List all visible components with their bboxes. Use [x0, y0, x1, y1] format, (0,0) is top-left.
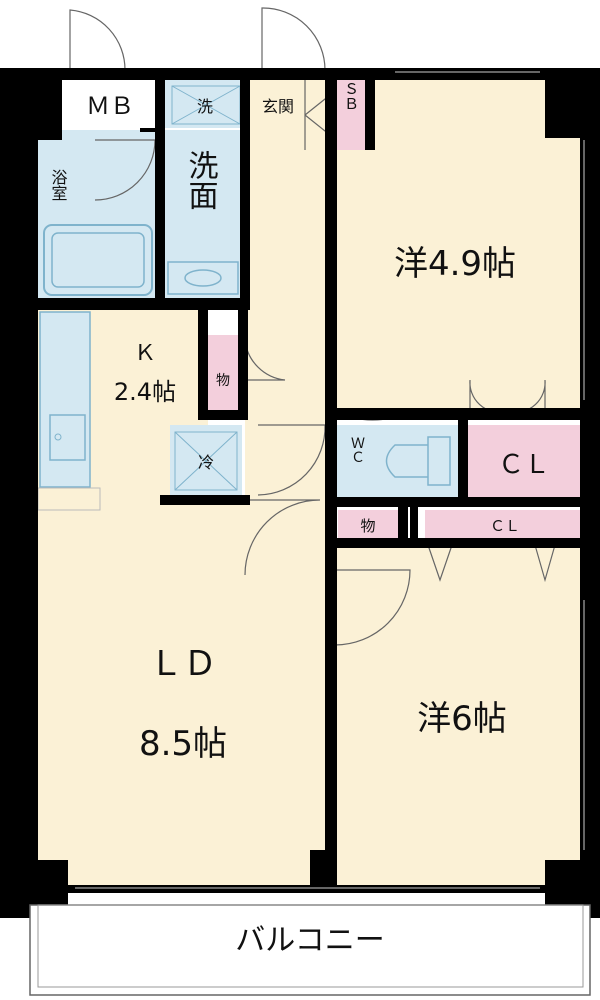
closet-2	[425, 510, 580, 540]
toilet-tank	[427, 436, 451, 486]
western-room-2	[335, 540, 585, 890]
basin-bowl	[184, 269, 222, 287]
western2-label: 洋6帖	[417, 699, 507, 739]
mb-label: ＭＢ	[86, 92, 134, 120]
washroom-label: 洗面	[183, 150, 218, 210]
kitchen-label: Ｋ	[134, 341, 156, 366]
bathtub	[43, 224, 153, 296]
kitchen-counter	[39, 311, 91, 488]
storage1-label: 物	[216, 373, 230, 389]
mb-box	[62, 80, 157, 128]
sb-box	[333, 80, 368, 150]
washer-label: 洗	[197, 97, 213, 116]
washer-pan	[171, 85, 241, 125]
entrance-label: 玄関	[262, 97, 294, 116]
washroom	[160, 130, 245, 300]
balcony	[29, 904, 591, 996]
toilet-bowl	[385, 444, 428, 478]
bathtub-inner	[51, 232, 145, 288]
windows	[75, 71, 585, 889]
kitchen-size-label: 2.4帖	[114, 378, 176, 406]
ld-label: ＬＤ	[149, 644, 217, 684]
wc-label: ＷＣ	[349, 436, 365, 464]
kitchen-tap	[54, 433, 62, 441]
storage-1-box	[208, 335, 238, 413]
walls	[0, 68, 600, 918]
sb-label: ＳＢ	[342, 81, 360, 111]
western-room-1	[335, 75, 585, 415]
closet-1	[468, 425, 580, 497]
bath-label: 浴室	[49, 169, 68, 201]
entrance-hall-floor	[245, 75, 335, 505]
storage2-label: 物	[360, 517, 375, 535]
western1-label: 洋4.9帖	[394, 244, 516, 284]
wash-basin	[167, 261, 239, 295]
counter-end	[37, 487, 101, 511]
ld-size-label: 8.5帖	[139, 724, 227, 764]
bathroom	[38, 130, 160, 300]
cl1-label: ＣＬ	[498, 450, 550, 480]
balcony-label: バルコニー	[235, 923, 384, 958]
fridge-label: 冷	[198, 453, 214, 472]
fridge-cross	[174, 431, 238, 491]
cl2-label: ＣＬ	[490, 517, 520, 535]
ld-floor	[38, 500, 333, 890]
kitchen-sink	[49, 414, 86, 461]
storage-2-box	[338, 510, 398, 540]
